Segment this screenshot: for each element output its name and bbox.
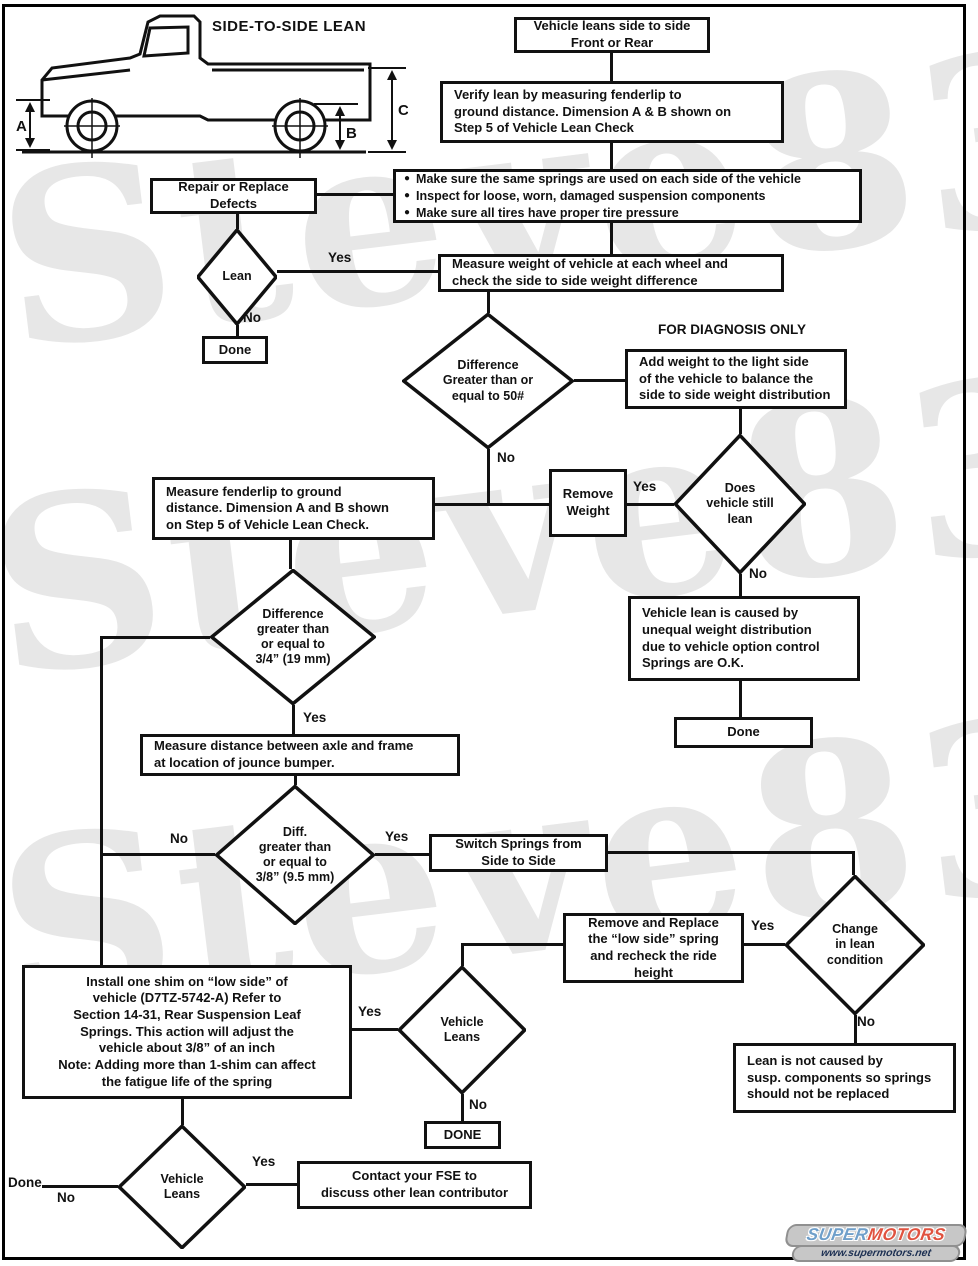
connector: [487, 449, 490, 506]
connector: [461, 943, 464, 966]
dimension-label-b: B: [346, 125, 357, 142]
edge-label-yes: Yes: [385, 829, 409, 844]
connector: [294, 776, 297, 785]
connector: [854, 1015, 857, 1043]
node-remove-replace-spring: Remove and Replace the “low side” spring…: [563, 913, 744, 983]
node-add-weight: Add weight to the light side of the vehi…: [625, 349, 847, 409]
edge-label-no: No: [497, 450, 515, 465]
node-done-1: Done: [202, 336, 268, 364]
connector: [435, 503, 549, 506]
connector: [739, 681, 742, 717]
bullet-icon: ●: [404, 172, 411, 184]
truck-illustration: A B C: [8, 8, 409, 160]
diagnosis-only-note: FOR DIAGNOSIS ONLY: [658, 322, 807, 337]
checklist-item: Make sure the same springs are used on e…: [416, 171, 801, 186]
node-install-shim: Install one shim on “low side” of vehicl…: [22, 965, 352, 1099]
edge-label-yes: Yes: [328, 250, 352, 265]
connector: [100, 636, 210, 639]
dimension-label-c: C: [398, 102, 408, 119]
connector: [42, 1185, 118, 1188]
logo-text-motors: MOTORS: [866, 1225, 948, 1244]
connector: [292, 705, 295, 734]
decision-lean: Lean: [197, 229, 277, 325]
node-start: Vehicle leans side to side Front or Rear: [514, 17, 710, 53]
connector: [462, 943, 563, 946]
bullet-icon: ●: [404, 189, 411, 201]
connector: [487, 292, 490, 313]
node-measure-fenderlip: Measure fenderlip to ground distance. Di…: [152, 477, 435, 540]
connector: [236, 214, 239, 229]
checklist-item: Make sure all tires have proper tire pre…: [416, 206, 679, 221]
decision-diff-50: Difference Greater than or equal to 50#: [402, 313, 574, 449]
decision-diff-3-4: Difference greater than or equal to 3/4”…: [210, 569, 376, 705]
connector: [461, 1094, 464, 1121]
node-lean-not-caused: Lean is not caused by susp. components s…: [733, 1043, 956, 1113]
node-checklist: ● Make sure the same springs are used on …: [393, 169, 862, 223]
connector: [100, 853, 215, 856]
edge-label-yes: Yes: [358, 1004, 382, 1019]
connector: [289, 540, 292, 569]
connector: [739, 409, 742, 434]
edge-label-no: No: [243, 310, 261, 325]
node-remove-weight: Remove Weight: [549, 469, 627, 537]
checklist-item: Inspect for loose, worn, damaged suspens…: [416, 188, 766, 203]
connector: [181, 1099, 184, 1125]
connector: [610, 143, 613, 169]
connector: [610, 223, 613, 254]
connector: [739, 574, 742, 596]
node-done-3: DONE: [424, 1121, 501, 1149]
edge-label-no: No: [57, 1190, 75, 1205]
node-lean-caused-by-weight: Vehicle lean is caused by unequal weight…: [628, 596, 860, 681]
node-contact-fse: Contact your FSE to discuss other lean c…: [297, 1161, 532, 1209]
edge-label-done: Done: [8, 1175, 42, 1190]
connector: [627, 503, 674, 506]
logo-text-super: SUPER: [805, 1225, 870, 1244]
node-repair-or-replace: Repair or Replace Defects: [150, 178, 317, 214]
node-switch-springs: Switch Springs from Side to Side: [429, 834, 608, 872]
connector: [608, 851, 855, 854]
edge-label-no: No: [170, 831, 188, 846]
connector: [236, 325, 239, 336]
decision-vehicle-leans-bottom: Vehicle Leans: [118, 1125, 246, 1249]
connector: [277, 270, 438, 273]
connector: [852, 851, 855, 875]
decision-change-in-lean: Change in lean condition: [785, 875, 925, 1015]
edge-label-no: No: [857, 1014, 875, 1029]
decision-vehicle-leans-mid: Vehicle Leans: [398, 966, 526, 1094]
node-measure-weight: Measure weight of vehicle at each wheel …: [438, 254, 784, 292]
connector: [744, 943, 785, 946]
edge-label-yes: Yes: [751, 918, 775, 933]
decision-still-lean: Does vehicle still lean: [674, 434, 806, 574]
logo-pill: SUPERMOTORS: [783, 1224, 969, 1247]
edge-label-yes: Yes: [252, 1154, 276, 1169]
edge-label-no: No: [469, 1097, 487, 1112]
connector: [246, 1183, 297, 1186]
edge-label-yes: Yes: [633, 479, 657, 494]
edge-label-yes: Yes: [303, 710, 327, 725]
supermotors-logo: SUPERMOTORS www.supermotors.net: [783, 1224, 969, 1262]
node-measure-axle-frame: Measure distance between axle and frame …: [140, 734, 460, 776]
page-title: SIDE-TO-SIDE LEAN: [212, 18, 367, 35]
connector: [375, 853, 429, 856]
bullet-icon: ●: [404, 207, 411, 219]
connector: [317, 193, 393, 196]
connector: [100, 636, 103, 965]
edge-label-no: No: [749, 566, 767, 581]
connector: [352, 1028, 398, 1031]
decision-diff-3-8: Diff. greater than or equal to 3/8” (9.5…: [215, 785, 375, 925]
truck-drawing: A B C: [16, 14, 409, 158]
node-done-2: Done: [674, 717, 813, 748]
connector: [574, 379, 625, 382]
node-verify-lean: Verify lean by measuring fenderlip to gr…: [440, 81, 784, 143]
logo-url: www.supermotors.net: [790, 1244, 962, 1262]
connector: [610, 53, 613, 81]
dimension-label-a: A: [16, 118, 27, 135]
